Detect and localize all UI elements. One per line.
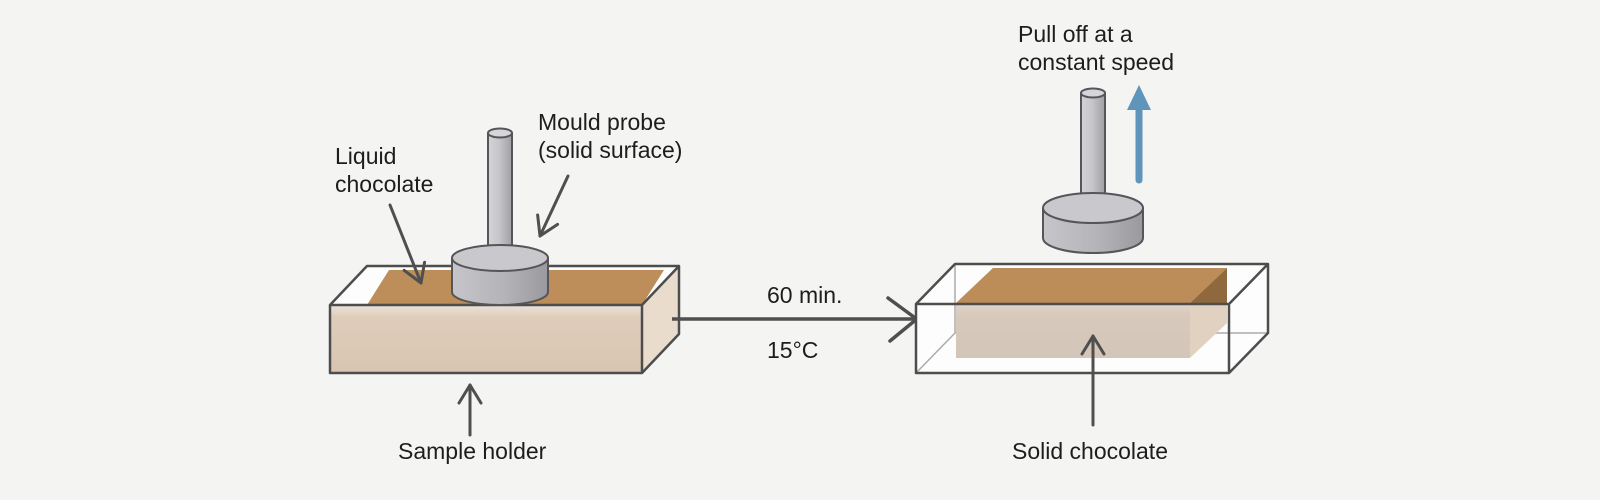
probe-shaft-top [1080,87,1106,99]
sample-holder-wireframe [914,262,1270,375]
liquid-chocolate-label-line2: chocolate [335,171,433,197]
mould-probe-callout-arrow [536,174,570,238]
solid-chocolate-block [956,268,1227,358]
probe-disc-top [451,244,549,272]
mould-probe [451,127,549,306]
solid-chocolate-side-light [1190,303,1227,358]
up-arrow-icon [1127,85,1151,184]
liquid-chocolate-callout-arrow [388,203,427,285]
solid-chocolate-side-dark [1190,268,1227,303]
probe-shaft [487,132,513,264]
temperature-label: 15°C [767,337,818,363]
liquid-chocolate-label-line1: Liquid [335,143,396,169]
probe-disc-top [1042,192,1144,224]
transition: 60 min. 15°C [672,282,920,363]
duration-label: 60 min. [767,282,842,308]
liquid-chocolate-side-face [642,266,679,373]
stage-2-solid-chocolate: Pull off at a constant speed Solid choco… [914,21,1270,464]
probe-shaft-top [487,127,513,139]
mould-probe-label-line1: Mould probe [538,109,666,135]
pull-off-label-line1: Pull off at a [1018,21,1133,47]
solid-chocolate-top-face [956,268,1227,303]
wireframe-outline [914,262,1270,375]
solid-chocolate-label: Solid chocolate [1012,438,1168,464]
pull-off-label-line2: constant speed [1018,49,1174,75]
mould-probe-label-line2: (solid surface) [538,137,682,163]
sample-holder-label: Sample holder [398,438,547,464]
pull-arrow-head [1127,85,1151,110]
stage-1-liquid-chocolate: Liquid chocolate Mould probe (solid surf… [328,109,682,464]
solid-chocolate-front-face [956,303,1190,358]
liquid-chocolate-front-face [330,305,642,373]
mould-probe-lifted [1042,87,1144,254]
